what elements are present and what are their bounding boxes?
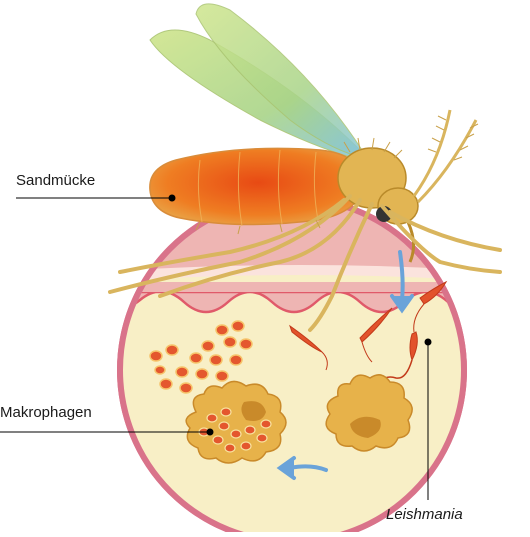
macrophages-label: Makrophagen bbox=[0, 404, 92, 421]
sandfly-label: Sandmücke bbox=[16, 172, 95, 189]
parasite-label: Leishmania bbox=[386, 506, 463, 523]
